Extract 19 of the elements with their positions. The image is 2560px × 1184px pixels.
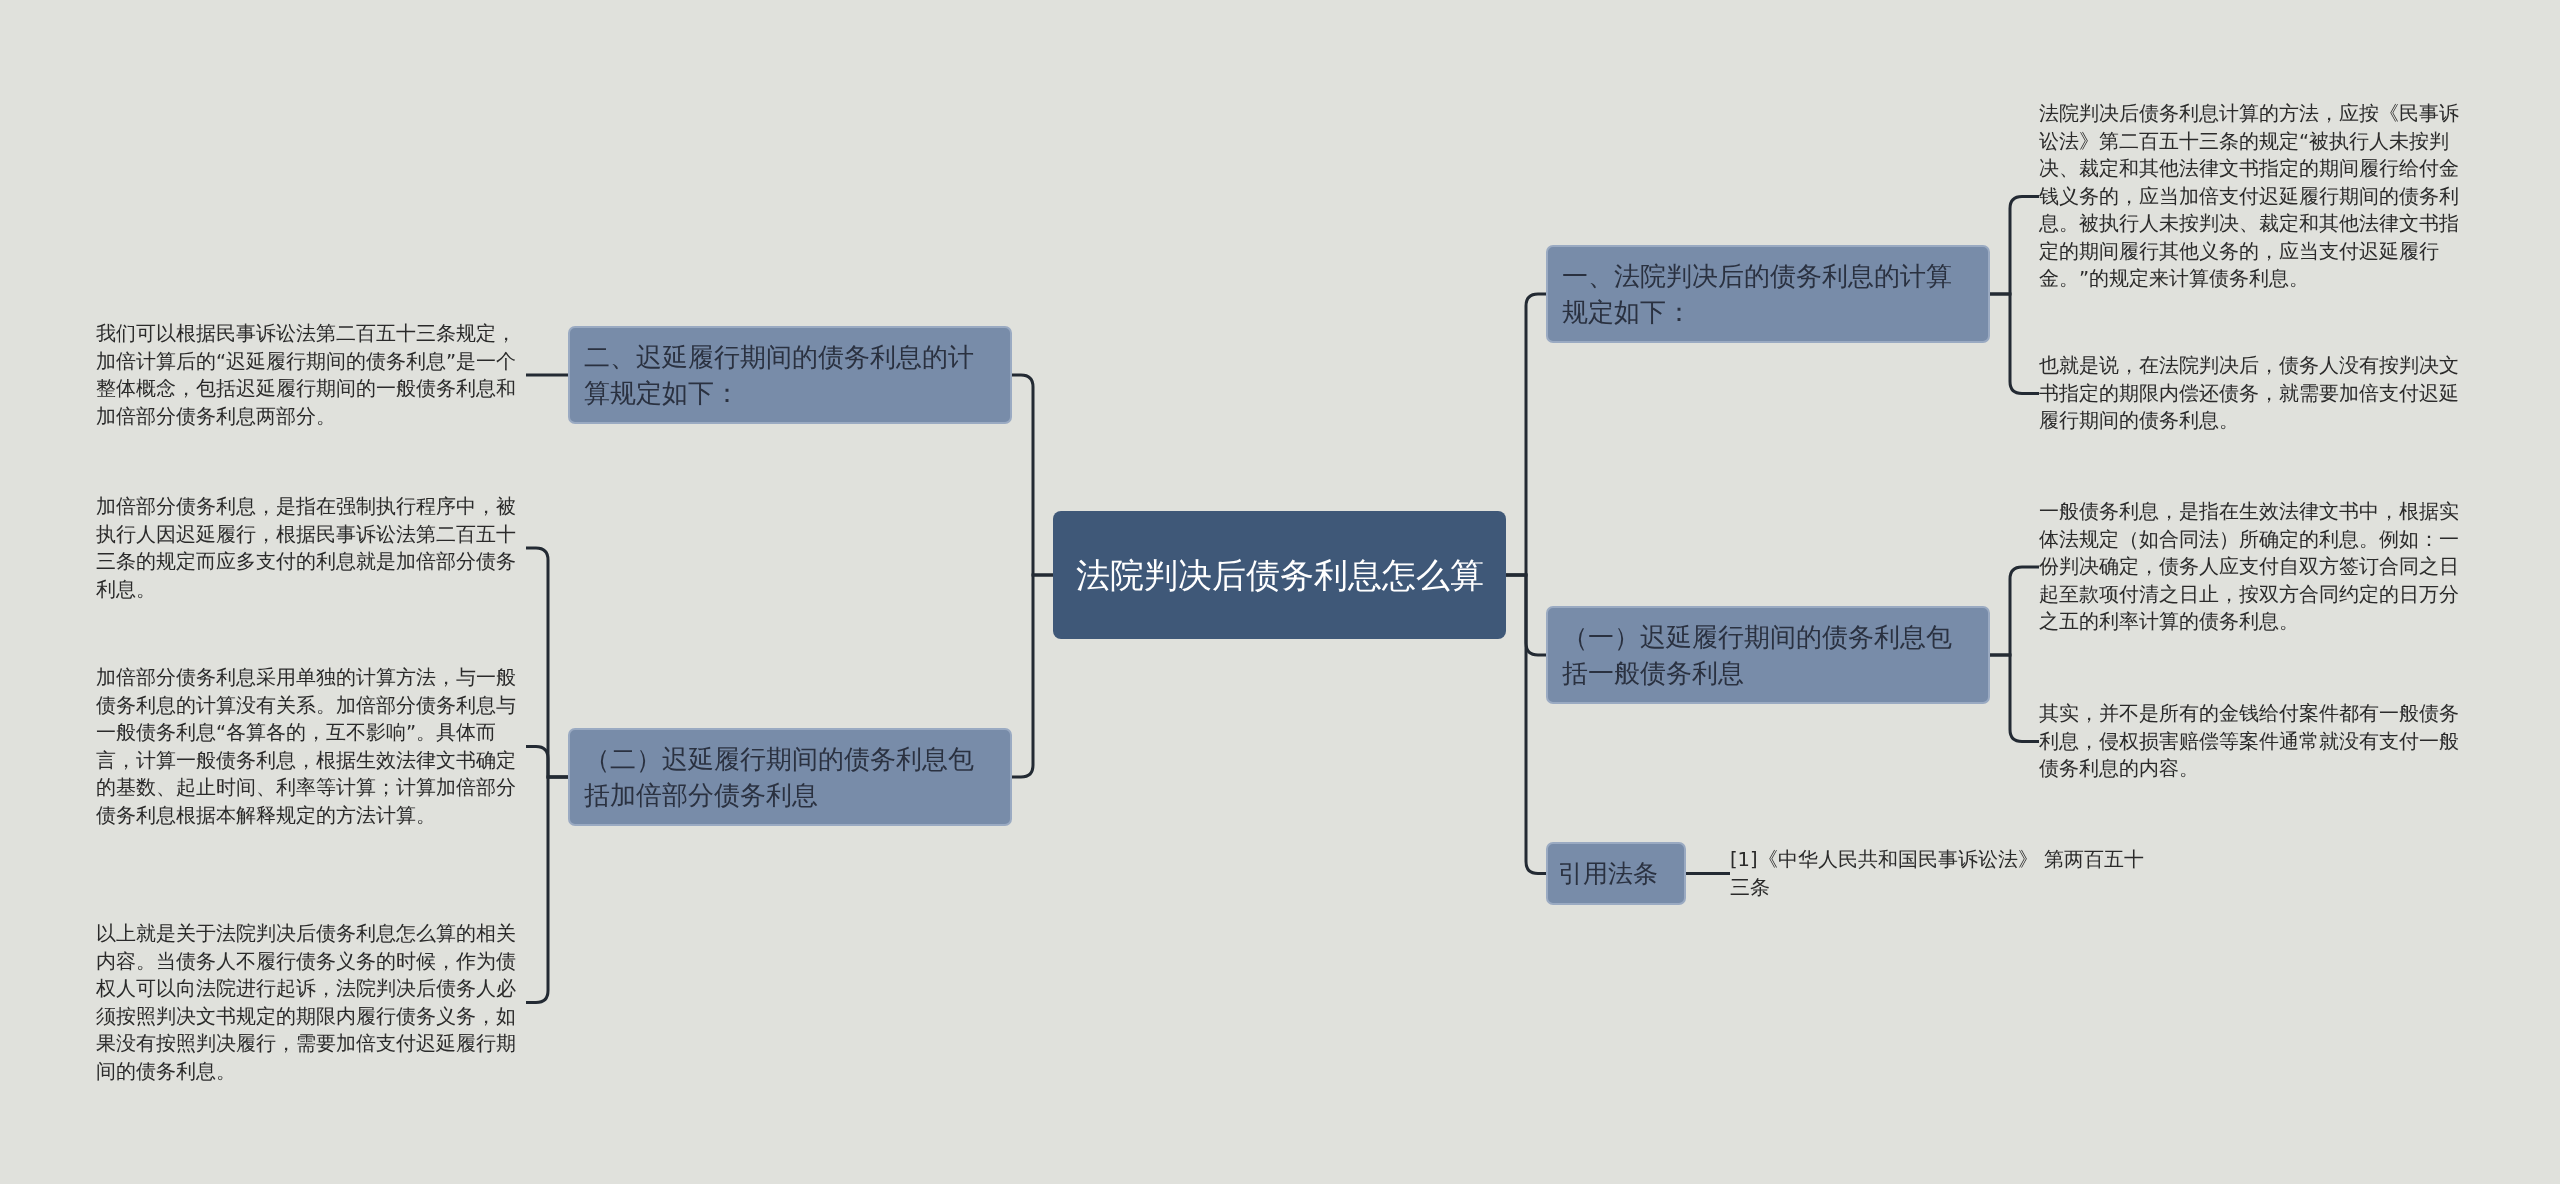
connector	[1506, 573, 1546, 875]
note-text: 一般债务利息，是指在生效法律文书中，根据实体法规定（如合同法）所确定的利息。例如：一份判决确定，债务人应支付自双方签订合同之日起至款项付清之日止，按双方合同约定的日万分之五的利率计算的债务利息。	[2039, 498, 2469, 636]
connector	[1012, 573, 1053, 779]
topic-box: 二、迟延履行期间的债务利息的计算规定如下：	[568, 326, 1012, 424]
note-text: 也就是说，在法院判决后，债务人没有按判决文书指定的期限内偿还债务，就需要加倍支付迟延履行期间的债务利息。	[2039, 352, 2469, 435]
note-text: 以上就是关于法院判决后债务利息怎么算的相关内容。当债务人不履行债务义务的时候，作为债权人可以向法院进行起诉，法院判决后债务人必须按照判决文书规定的期限内履行债务义务，如果没有按照判决履行，需要加倍支付迟延履行期间的债务利息。	[96, 920, 526, 1085]
note-text: 加倍部分债务利息，是指在强制执行程序中，被执行人因迟延履行，根据民事诉讼法第二百五十三条的规定而应多支付的利息就是加倍部分债务利息。	[96, 493, 526, 603]
note-text: 其实，并不是所有的金钱给付案件都有一般债务利息，侵权损害赔偿等案件通常就没有支付一般债务利息的内容。	[2039, 700, 2469, 783]
topic-box: 一、法院判决后的债务利息的计算规定如下：	[1546, 245, 1990, 343]
note-text: 我们可以根据民事诉讼法第二百五十三条规定，加倍计算后的“迟延履行期间的债务利息”是一个整体概念，包括迟延履行期间的一般债务利息和加倍部分债务利息两部分。	[96, 320, 526, 430]
topic-box: （一）迟延履行期间的债务利息包括一般债务利息	[1546, 606, 1990, 704]
connector	[526, 373, 568, 377]
note-text: [1]《中华人民共和国民事诉讼法》 第两百五十三条	[1730, 846, 2150, 901]
topic-box: （二）迟延履行期间的债务利息包括加倍部分债务利息	[568, 728, 1012, 826]
root-topic-box: 法院判决后债务利息怎么算	[1053, 511, 1506, 639]
topic-box: 引用法条	[1546, 842, 1686, 905]
note-text: 加倍部分债务利息采用单独的计算方法，与一般债务利息的计算没有关系。加倍部分债务利息与一般债务利息“各算各的，互不影响”。具体而言，计算一般债务利息，根据生效法律文书确定的基数、起止时间、利率等计算；计算加倍部分债务利息根据本解释规定的方法计算。	[96, 664, 526, 829]
connector	[1686, 872, 1730, 875]
note-text: 法院判决后债务利息计算的方法，应按《民事诉讼法》第二百五十三条的规定“被执行人未按判决、裁定和其他法律文书指定的期间履行给付金钱义务的，应当加倍支付迟延履行期间的债务利息。被执行人未按判决、裁定和其他法律文书指定的期间履行其他义务的，应当支付迟延履行金。”的规定来计算债务利息。	[2039, 100, 2469, 293]
